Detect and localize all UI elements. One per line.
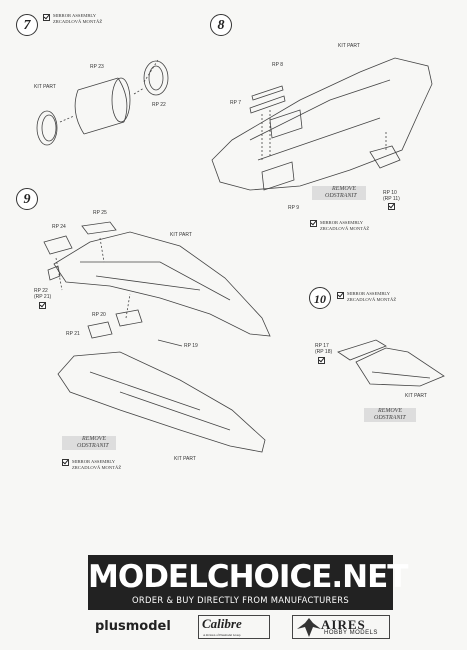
part-label-rp23: RP 23 (90, 64, 104, 70)
part-label-kit-part: KIT PART (170, 232, 192, 238)
part-rp20-bracket (115, 309, 143, 327)
part-label-rp18: (RP 18) (315, 349, 333, 355)
part-rp19-rod (157, 339, 183, 347)
step8-guide-lines (261, 110, 387, 160)
mirror-assembly-note: MIRROR ASSEMBLY (347, 291, 391, 296)
banner-title: MODELCHOICE.NET (88, 559, 408, 595)
aires-logo-subtitle: HOBBY MODELS (324, 630, 378, 636)
step-number-9: 9 (16, 188, 38, 210)
aires-logo-name: AIRES (321, 617, 366, 632)
step-number-10: 10 (309, 287, 331, 309)
banner-subtitle: ORDER & BUY DIRECTLY FROM MANUFACTURERS (132, 595, 349, 605)
checkbox-mark (62, 459, 69, 466)
step9-guide-lines (55, 237, 131, 319)
step7-guide-lines (59, 59, 159, 123)
calibre-logo: Calibre A division of Plusmodel Group (198, 615, 270, 639)
remove-highlight (364, 408, 416, 422)
tail-panel-line (371, 371, 431, 379)
step-number-8: 8 (210, 14, 232, 36)
part-rp25-plate (81, 221, 117, 235)
step10-drawing (337, 339, 445, 387)
checkbox-mark (318, 357, 325, 364)
part-label-kit-part: KIT PART (174, 456, 196, 462)
part-label-kit-part: KIT PART (405, 393, 427, 399)
checkbox-mark (310, 220, 317, 227)
step-number-7: 7 (16, 14, 38, 36)
part-label-rp10: RP 10 (383, 190, 397, 196)
part-kit-disc-inner (41, 114, 57, 142)
part-rp22-ring (143, 60, 169, 96)
lower-fuselage-panel-lines (80, 261, 231, 301)
part-label-rp21-alt: (RP 21) (34, 294, 52, 300)
part-label-rp20: RP 20 (92, 312, 106, 318)
remove-highlight (312, 186, 366, 200)
part-rp17-strip (337, 339, 387, 361)
part-label-kit-part: KIT PART (338, 43, 360, 49)
part-label-rp11: (RP 11) (383, 196, 400, 202)
mirror-assembly-note: MIRROR ASSEMBLY (72, 459, 116, 464)
part-label-rp25: RP 25 (93, 210, 107, 216)
mirror-assembly-note-cz: ZRCADLOVÁ MONTÁŽ (320, 226, 370, 231)
part-rp23-body (74, 77, 128, 135)
remove-highlight (62, 436, 116, 450)
mirror-assembly-note: MIRROR ASSEMBLY (320, 220, 364, 225)
mirror-assembly-note-cz: ZRCADLOVÁ MONTÁŽ (72, 465, 122, 470)
remove-label-cz: ODSTRANIT (325, 193, 357, 199)
part-kit-disc (36, 110, 58, 146)
mirror-assembly-note-cz: ZRCADLOVÁ MONTÁŽ (53, 19, 103, 24)
part-label-rp8: RP 8 (272, 62, 284, 68)
part-rp22-ring-inner (148, 65, 164, 91)
remove-label-cz: ODSTRANIT (77, 443, 109, 449)
checkbox-mark (39, 302, 46, 309)
checkbox-mark (388, 203, 395, 210)
step7-drawing (36, 59, 169, 146)
part-rp24-plate (43, 235, 73, 255)
checkbox-mark (43, 14, 50, 21)
fuselage-cockpit-opening (269, 109, 303, 139)
part-kit-lower-fuselage (53, 231, 271, 337)
part-label-rp21: RP 21 (66, 331, 80, 337)
calibre-logo-text: Calibre (202, 616, 242, 631)
part-label-kit-part: KIT PART (34, 84, 56, 90)
remove-label: REMOVE (82, 436, 106, 442)
aires-logo: AIRES HOBBY MODELS (292, 615, 390, 639)
step8-drawing (211, 57, 433, 191)
remove-label: REMOVE (332, 186, 356, 192)
modelchoice-banner[interactable]: MODELCHOICE.NET ORDER & BUY DIRECTLY FRO… (88, 555, 408, 610)
remove-label-cz: ODSTRANIT (374, 415, 406, 421)
mirror-assembly-note-cz: ZRCADLOVÁ MONTÁŽ (347, 297, 397, 302)
part-label-rp7: RP 7 (230, 100, 242, 106)
remove-label: REMOVE (378, 408, 402, 414)
wing-panel-lines (89, 371, 231, 431)
part-rp9-box (261, 161, 295, 191)
part-label-rp19: RP 19 (184, 343, 198, 349)
part-label-rp22: RP 22 (152, 102, 166, 108)
part-rp22-small (47, 265, 61, 281)
part-label-rp22: RP 22 (34, 288, 48, 294)
part-kit-wing-panel (57, 351, 266, 453)
part-kit-fuselage (211, 57, 433, 191)
calibre-logo-caption: A division of Plusmodel Group (203, 633, 241, 637)
checkbox-mark (337, 292, 344, 299)
part-label-rp24: RP 24 (52, 224, 66, 230)
aires-eagle-icon (297, 618, 321, 637)
part-kit-tail (355, 347, 445, 387)
part-rp23-face (111, 77, 131, 123)
part-rp21-plate (87, 321, 113, 339)
plusmodel-logo: plusmodel (95, 619, 171, 634)
part-label-rp9: RP 9 (288, 205, 300, 211)
fuselage-panel-lines (249, 79, 391, 161)
step9-drawing (43, 221, 271, 453)
mirror-assembly-note: MIRROR ASSEMBLY (53, 13, 97, 18)
part-rp10-bracket (369, 145, 401, 169)
part-label-rp17: RP 17 (315, 343, 329, 349)
part-rp8-rp7-strips (249, 85, 286, 114)
